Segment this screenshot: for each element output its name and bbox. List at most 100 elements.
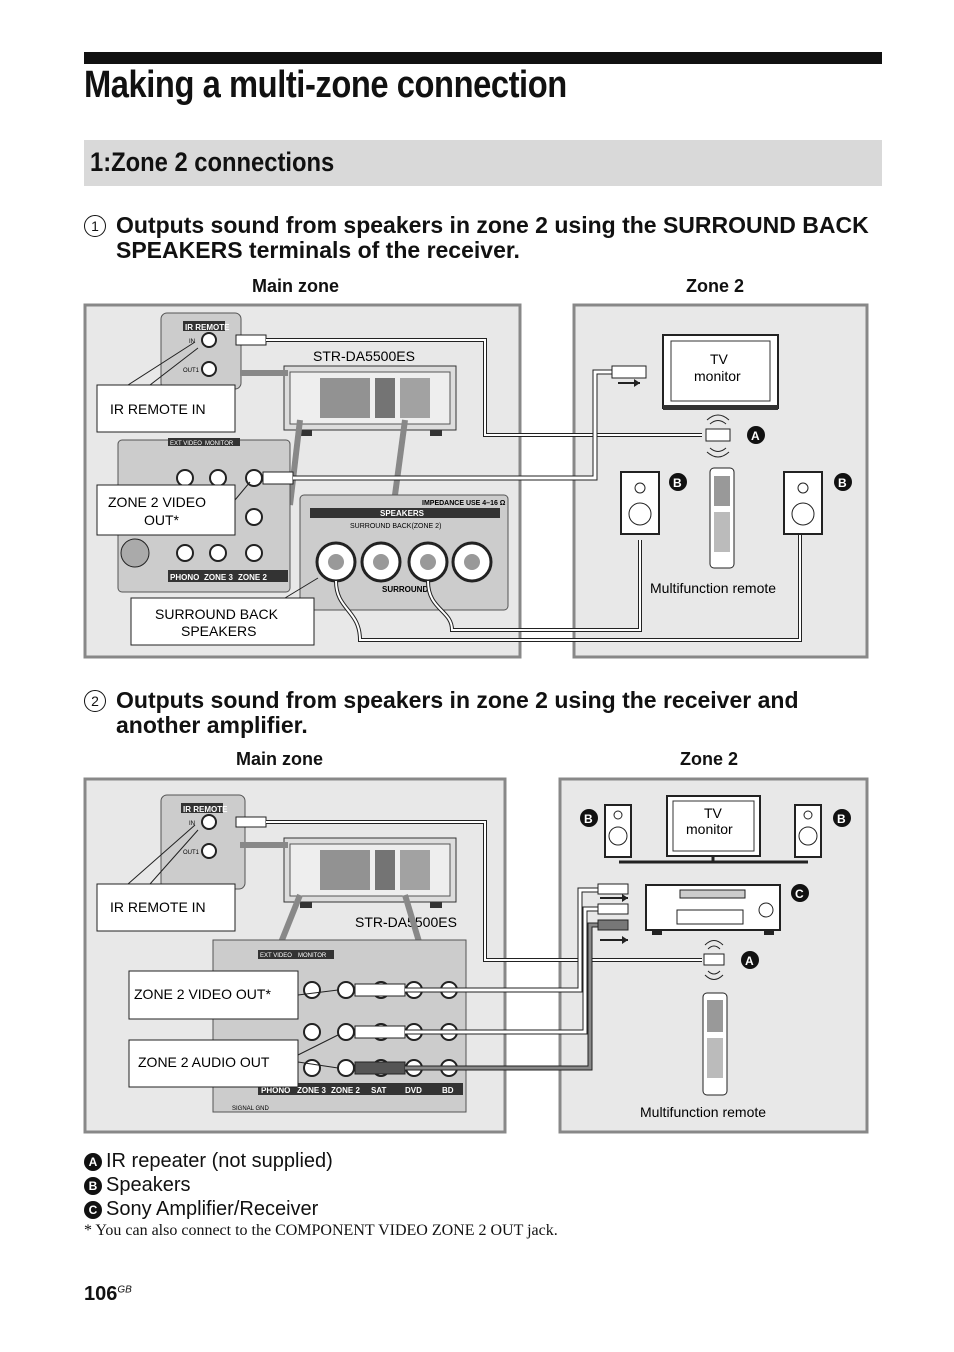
step-2-zone2-label: Zone 2 <box>680 749 739 769</box>
audio-plug-r <box>354 1061 406 1075</box>
monitor-text-2: monitor <box>686 821 733 837</box>
zone2-video-out-callout-2 <box>128 970 299 1020</box>
legend-a-text: IR repeater (not supplied) <box>106 1150 333 1172</box>
signal-gnd-label: SIGNAL GND <box>232 1106 269 1112</box>
sat-label: SAT <box>371 1086 387 1095</box>
svg-text:B: B <box>838 476 847 490</box>
badge-b-2b <box>833 809 851 827</box>
monitor-label: MONITOR <box>205 441 234 447</box>
step-2-heading: 2 Outputs sound from speakers in zone 2 … <box>84 688 874 740</box>
ir-out1-text-2: OUT1 <box>183 850 200 856</box>
video-arrow-1 <box>634 379 640 387</box>
surround-back-zone2-label: SURROUND BACK(ZONE 2) <box>350 523 441 530</box>
audio-plug-l <box>354 1025 406 1039</box>
ext-video-label-2: EXT VIDEO <box>260 953 292 959</box>
zone2-tab-label-2: ZONE 2 <box>331 1086 360 1095</box>
badge-b-1b <box>834 473 852 491</box>
monitor-label-2: MONITOR <box>298 953 327 959</box>
ir-out1-text: OUT1 <box>183 368 200 374</box>
step-2-text: Outputs sound from speakers in zone 2 us… <box>116 687 799 738</box>
ir-remote-in-callout <box>96 384 236 433</box>
video-plug-tv-1 <box>611 365 647 379</box>
page-suffix: GB <box>117 1284 132 1296</box>
legend-c-badge: C <box>84 1201 102 1219</box>
svg-text:B: B <box>673 476 682 490</box>
receiver-model-1: STR-DA5500ES <box>313 348 415 364</box>
tv-text-2: TV <box>704 805 723 821</box>
ir-remote-in-text-1: IR REMOTE IN <box>110 401 206 417</box>
ir-remote-in-text-2: IR REMOTE IN <box>110 899 206 915</box>
badge-a-2 <box>741 951 759 969</box>
ir-repeater-2 <box>703 953 725 966</box>
zone2-video-out-text-2: ZONE 2 VIDEO OUT* <box>134 986 271 1002</box>
remote-label-1: Multifunction remote <box>650 580 776 596</box>
page-number-value: 106 <box>84 1283 118 1305</box>
ir-in-text: IN <box>189 339 195 345</box>
video-plug-2 <box>354 983 406 997</box>
page-title: Making a multi-zone connection <box>84 64 567 106</box>
step-1-main-zone-label: Main zone <box>252 276 340 296</box>
ir-remote-in-callout-2 <box>96 883 236 932</box>
surround-back-callout <box>130 597 315 646</box>
video-cable-1-inner <box>293 370 612 480</box>
speaker-right-2 <box>794 804 822 858</box>
ext-video-label: EXT VIDEO <box>170 441 202 447</box>
svg-text:A: A <box>751 429 760 443</box>
legend-b-text: Speakers <box>106 1174 191 1196</box>
step-1-zone2-label: Zone 2 <box>686 276 745 296</box>
step-1-heading: 1 Outputs sound from speakers in zone 2 … <box>84 213 874 265</box>
remote-label-2: Multifunction remote <box>640 1104 766 1120</box>
section-title: 1:Zone 2 connections <box>90 147 335 177</box>
zone2-tab-label-1: ZONE 2 <box>238 573 267 582</box>
step-1-text: Outputs sound from speakers in zone 2 us… <box>116 212 869 263</box>
surround-label: SURROUND <box>382 585 428 594</box>
speaker-left-2 <box>604 804 632 858</box>
speaker-terminal-panel <box>299 494 509 611</box>
zone2-audio-out-callout <box>128 1039 299 1088</box>
title-rule <box>84 52 882 64</box>
surround-back-text-1: SURROUND BACK <box>155 606 279 622</box>
svg-text:B: B <box>584 812 593 826</box>
badge-b-2a <box>580 809 598 827</box>
speaker-terminal-cores <box>328 554 480 570</box>
legend-b-badge: B <box>84 1177 102 1195</box>
zone3-label-1: ZONE 3 <box>204 573 233 582</box>
ir-in-text-2: IN <box>189 821 195 827</box>
monitor-text-1: monitor <box>694 368 741 384</box>
ir-in-jack <box>201 332 217 348</box>
phono-label-2: PHONO <box>261 1086 290 1095</box>
zone3-label-2: ZONE 3 <box>297 1086 326 1095</box>
phono-label-1: PHONO <box>170 573 199 582</box>
badge-c <box>791 884 809 902</box>
impedance-label: IMPEDANCE USE 4–16 Ω <box>422 500 506 507</box>
step-2-number: 2 <box>84 690 106 712</box>
ir-remote-tag-text: IR REMOTE <box>185 323 230 332</box>
step-2-main-zone-label: Main zone <box>236 749 324 769</box>
zone2-audio-out-text: ZONE 2 AUDIO OUT <box>138 1054 270 1070</box>
footnote: * You can also connect to the COMPONENT … <box>84 1222 558 1239</box>
receiver-model-2: STR-DA5500ES <box>355 914 457 930</box>
bd-label: BD <box>442 1086 454 1095</box>
s-video-jack <box>120 538 150 568</box>
dvd-label: DVD <box>405 1086 422 1095</box>
svg-text:A: A <box>745 954 754 968</box>
svg-text:B: B <box>837 812 846 826</box>
receiver-rear-1-jacks <box>320 378 430 418</box>
page-number: 106GB <box>84 1283 132 1306</box>
step-1-number: 1 <box>84 215 106 237</box>
zone2-video-out-text-1b: OUT* <box>144 512 180 528</box>
ir-remote-tag-text-2: IR REMOTE <box>183 805 228 814</box>
ir-remote-tag <box>183 321 225 331</box>
tv-text-1: TV <box>710 351 729 367</box>
legend-a-badge: A <box>84 1153 102 1171</box>
zone2-video-out-text-1a: ZONE 2 VIDEO <box>108 494 206 510</box>
section-bar <box>84 140 882 186</box>
amp-input-plugs <box>597 883 629 931</box>
badge-b-1a <box>669 473 687 491</box>
ir-repeater-1 <box>705 428 731 442</box>
badge-a-1 <box>747 426 765 444</box>
